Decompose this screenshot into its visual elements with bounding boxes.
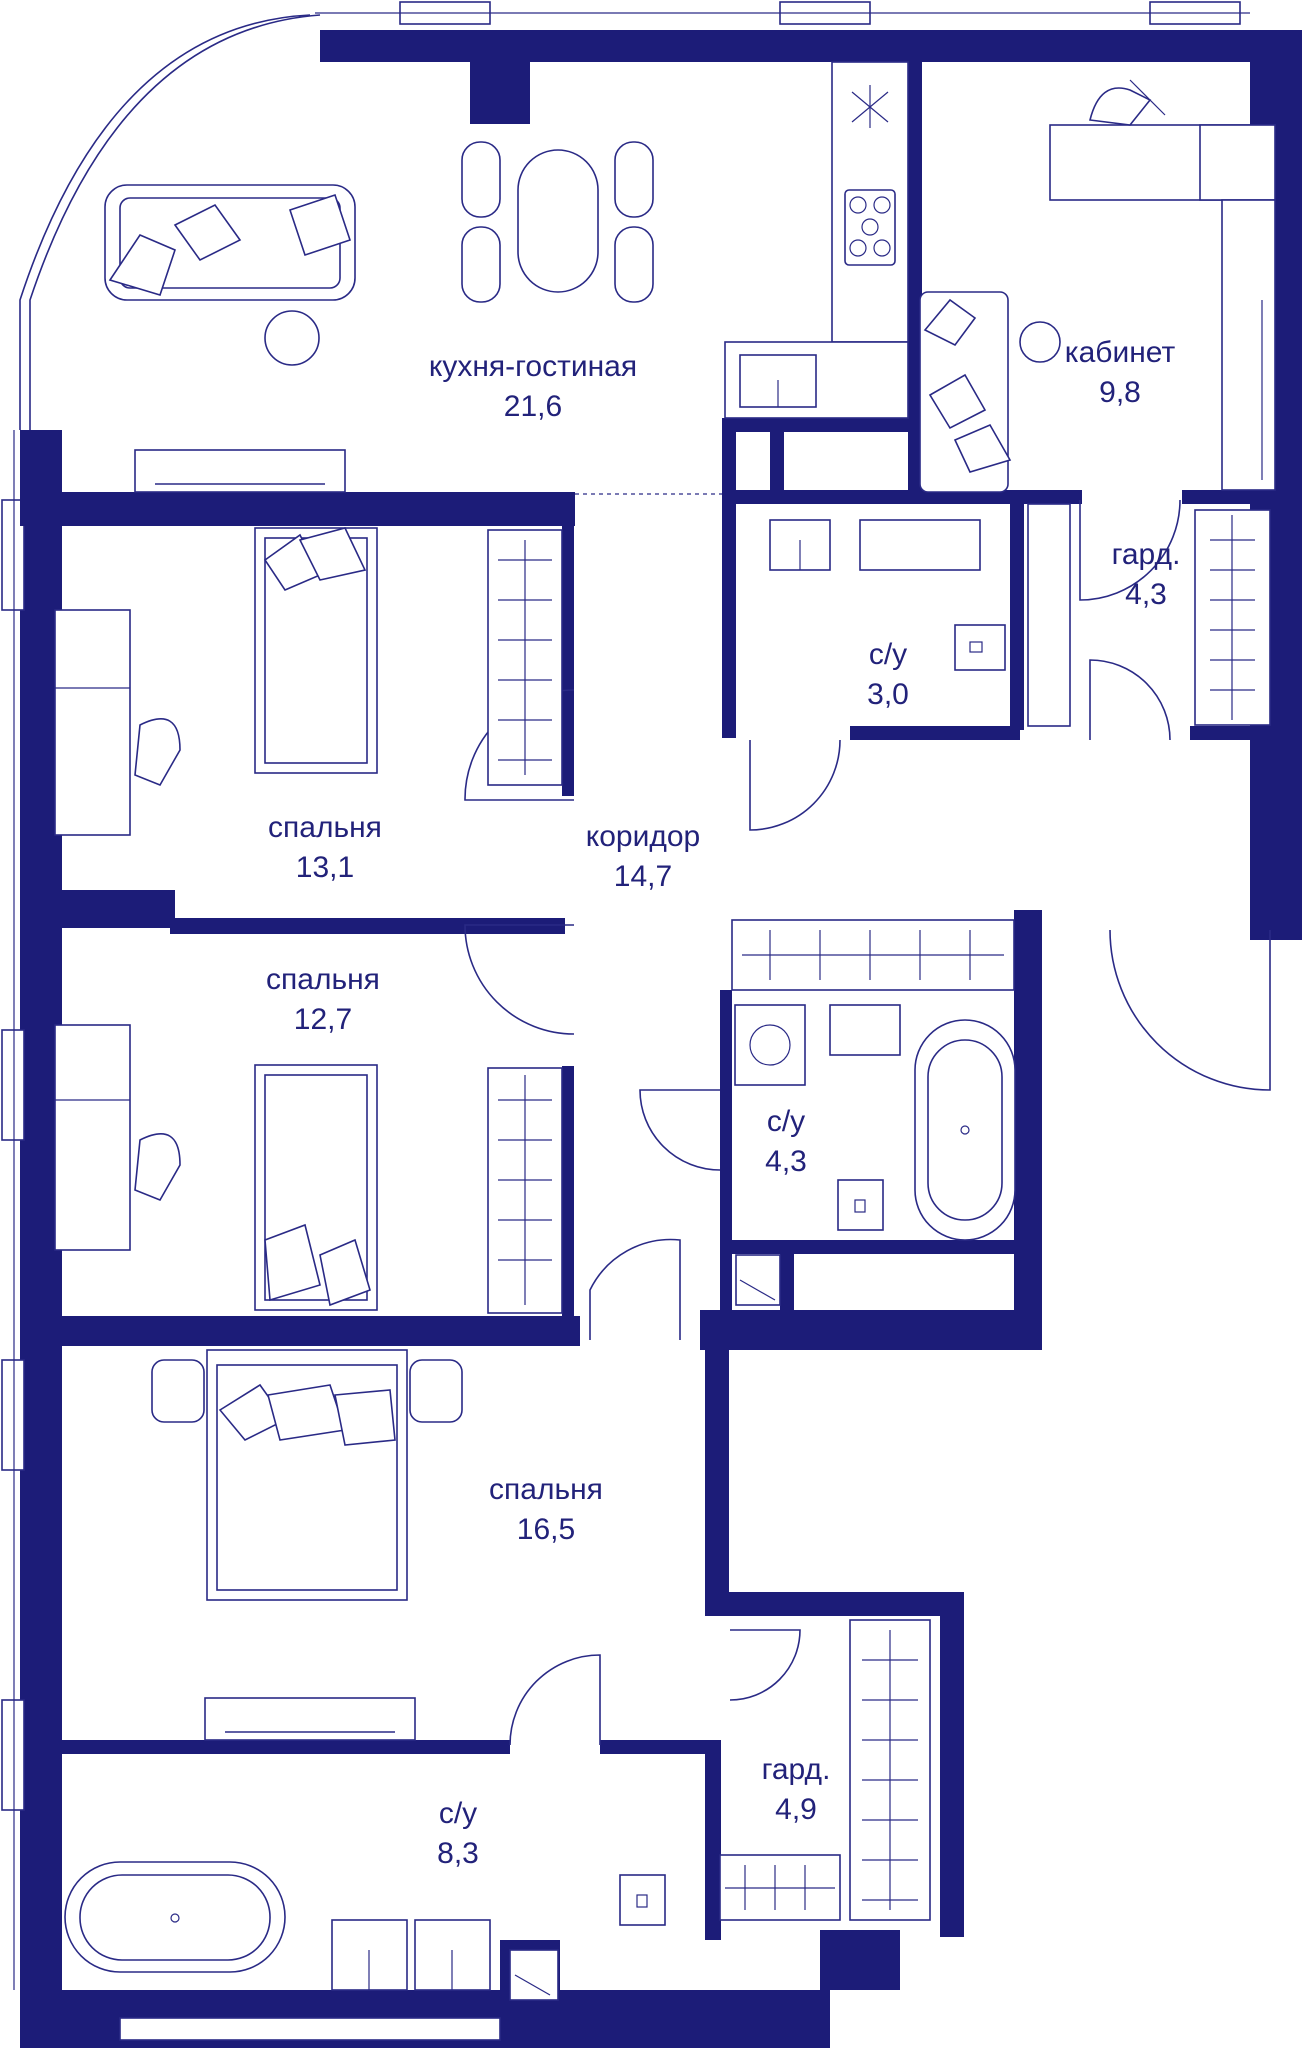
room-name: кухня-гостиная bbox=[428, 350, 638, 383]
room-label-bedroom-3: спальня 16,5 bbox=[489, 1470, 603, 1550]
bedroom-2-furniture bbox=[54, 1024, 563, 1314]
room-label-wc-2: с/у 4,3 bbox=[765, 1102, 807, 1182]
wc-1-furniture bbox=[769, 519, 1006, 671]
room-area: 8,3 bbox=[437, 1837, 479, 1870]
room-label-wc-1: с/у 3,0 bbox=[867, 635, 909, 715]
kitchen-living-furniture bbox=[104, 61, 909, 493]
room-area: 21,6 bbox=[503, 390, 563, 423]
room-name: с/у bbox=[766, 1105, 806, 1138]
interior-walls bbox=[20, 62, 1302, 2000]
windows bbox=[1, 1, 1250, 1990]
room-label-wardrobe-2: гард. 4,9 bbox=[762, 1750, 831, 1830]
wardrobe-1-furniture bbox=[1027, 503, 1271, 727]
office-furniture bbox=[919, 79, 1276, 493]
room-area: 3,0 bbox=[867, 678, 909, 711]
room-name: кабинет bbox=[1064, 336, 1176, 369]
room-area: 4,3 bbox=[1125, 578, 1167, 611]
room-label-wc-3: с/у 8,3 bbox=[437, 1794, 479, 1874]
room-label-bedroom-1: спальня 13,1 bbox=[268, 808, 382, 888]
wardrobe-2-furniture bbox=[719, 1619, 931, 1921]
bedroom-3-furniture bbox=[151, 1349, 463, 1741]
room-name: с/у bbox=[438, 1797, 478, 1830]
room-area: 14,7 bbox=[613, 860, 673, 893]
room-area: 16,5 bbox=[516, 1513, 576, 1546]
room-name: коридор bbox=[585, 820, 701, 853]
room-name: с/у bbox=[868, 638, 908, 671]
room-area: 9,8 bbox=[1099, 376, 1141, 409]
room-name: спальня bbox=[268, 811, 382, 844]
room-label-corridor: коридор 14,7 bbox=[586, 817, 700, 897]
room-name: гард. bbox=[1111, 538, 1181, 571]
room-area: 4,9 bbox=[775, 1793, 817, 1826]
room-label-kitchen-living: кухня-гостиная 21,6 bbox=[429, 347, 637, 427]
room-label-office: кабинет 9,8 bbox=[1065, 333, 1175, 413]
room-area: 13,1 bbox=[295, 851, 355, 884]
wc-3-furniture bbox=[64, 1861, 666, 2041]
room-area: 12,7 bbox=[293, 1003, 353, 1036]
room-name: гард. bbox=[761, 1753, 831, 1786]
room-label-bedroom-2: спальня 12,7 bbox=[266, 960, 380, 1040]
room-label-wardrobe-1: гард. 4,3 bbox=[1112, 535, 1181, 615]
room-name: спальня bbox=[266, 963, 380, 996]
room-area: 4,3 bbox=[765, 1145, 807, 1178]
wc-2-furniture bbox=[731, 919, 1016, 1306]
room-name: спальня bbox=[489, 1473, 603, 1506]
bedroom-1-furniture bbox=[54, 527, 563, 836]
